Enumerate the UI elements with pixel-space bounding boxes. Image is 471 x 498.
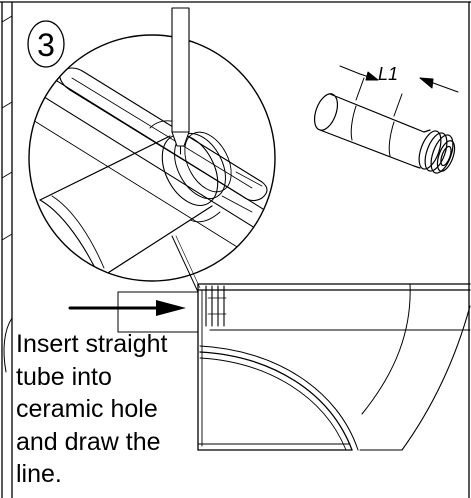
ceramic-bowl bbox=[197, 283, 471, 451]
dimension-l1 bbox=[339, 65, 459, 117]
zoom-detail-view bbox=[28, 7, 276, 293]
step-number: 3 bbox=[37, 27, 55, 63]
straight-tube: L1 bbox=[313, 64, 459, 174]
zoom-circle bbox=[28, 34, 276, 282]
pencil-icon bbox=[171, 7, 190, 155]
dimension-label: L1 bbox=[378, 64, 398, 84]
insert-arrow-icon bbox=[68, 300, 186, 316]
step-badge: 3 bbox=[27, 20, 65, 68]
instruction-text: Insert straight tube into ceramic hole a… bbox=[16, 330, 168, 488]
